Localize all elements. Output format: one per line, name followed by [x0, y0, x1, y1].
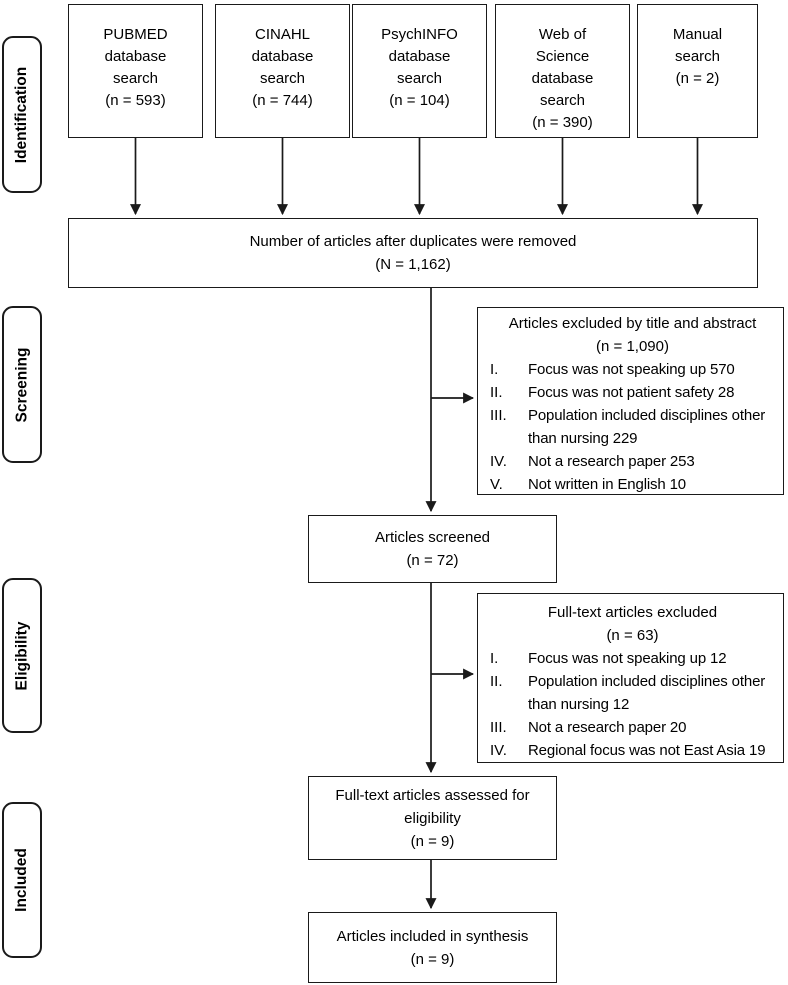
exclusion-reason: II. Focus was not patient safety 28 — [490, 384, 735, 401]
excluded-title-abstract-title: Articles excluded by title and abstract — [508, 315, 757, 332]
source-box-web-of-science: Web of Science database search (n = 390) — [495, 4, 630, 138]
included-synthesis-box: Articles included in synthesis (n = 9) — [308, 912, 557, 983]
exclusion-reason: V. Not written in English 10 — [490, 476, 686, 493]
duplicates-removed-box: Number of articles after duplicates were… — [68, 218, 758, 288]
stage-eligibility-label: Eligibility — [13, 621, 30, 690]
exclusion-reason: III. Population included disciplines oth… — [490, 407, 766, 447]
exclusion-reason: I. Focus was not speaking up 12 — [490, 650, 727, 667]
exclusion-reason: II. Population included disciplines othe… — [490, 673, 766, 713]
stage-included: Included — [2, 802, 42, 958]
duplicates-removed-text: Number of articles after duplicates were… — [249, 233, 577, 250]
fulltext-assessed-box: Full-text articles assessed for eligibil… — [308, 776, 557, 860]
articles-screened-count: (n = 72) — [406, 552, 459, 569]
stage-included-label: Included — [13, 848, 31, 912]
stage-eligibility: Eligibility — [2, 578, 42, 733]
excluded-title-abstract-count: (n = 1,090) — [596, 338, 669, 355]
stage-identification-label: Identification — [13, 66, 31, 163]
duplicates-removed-count: (N = 1,162) — [375, 256, 451, 273]
source-box-manual-search: Manual search (n = 2) — [637, 4, 758, 138]
source-box-pubmed: PUBMED database search (n = 593) — [68, 4, 203, 138]
exclusion-reason: IV. Regional focus was not East Asia 19 — [490, 742, 766, 759]
exclusion-reason: III. Not a research paper 20 — [490, 719, 687, 736]
stage-screening-label: Screening — [13, 347, 31, 422]
exclusion-reason: I. Focus was not speaking up 570 — [490, 361, 735, 378]
fulltext-assessed-count: (n = 9) — [410, 832, 455, 850]
exclusion-reason: IV. Not a research paper 253 — [490, 453, 695, 470]
fulltext-assessed-text: Full-text articles assessed for eligibil… — [335, 786, 530, 827]
included-synthesis-text: Articles included in synthesis — [336, 927, 529, 945]
stage-screening: Screening — [2, 306, 42, 463]
source-box-cinahl: CINAHL database search (n = 744) — [215, 4, 350, 138]
articles-screened-text: Articles screened — [374, 529, 491, 546]
excluded-fulltext-title: Full-text articles excluded — [547, 604, 718, 621]
stage-identification: Identification — [2, 36, 42, 193]
excluded-fulltext-count: (n = 63) — [606, 627, 659, 644]
source-box-psychinfo: PsychINFO database search (n = 104) — [352, 4, 487, 138]
included-synthesis-count: (n = 9) — [410, 950, 455, 968]
excluded-fulltext-box: Full-text articles excluded (n = 63) I. … — [477, 593, 784, 763]
excluded-title-abstract-box: Articles excluded by title and abstract … — [477, 307, 784, 495]
articles-screened-box: Articles screened (n = 72) — [308, 515, 557, 583]
